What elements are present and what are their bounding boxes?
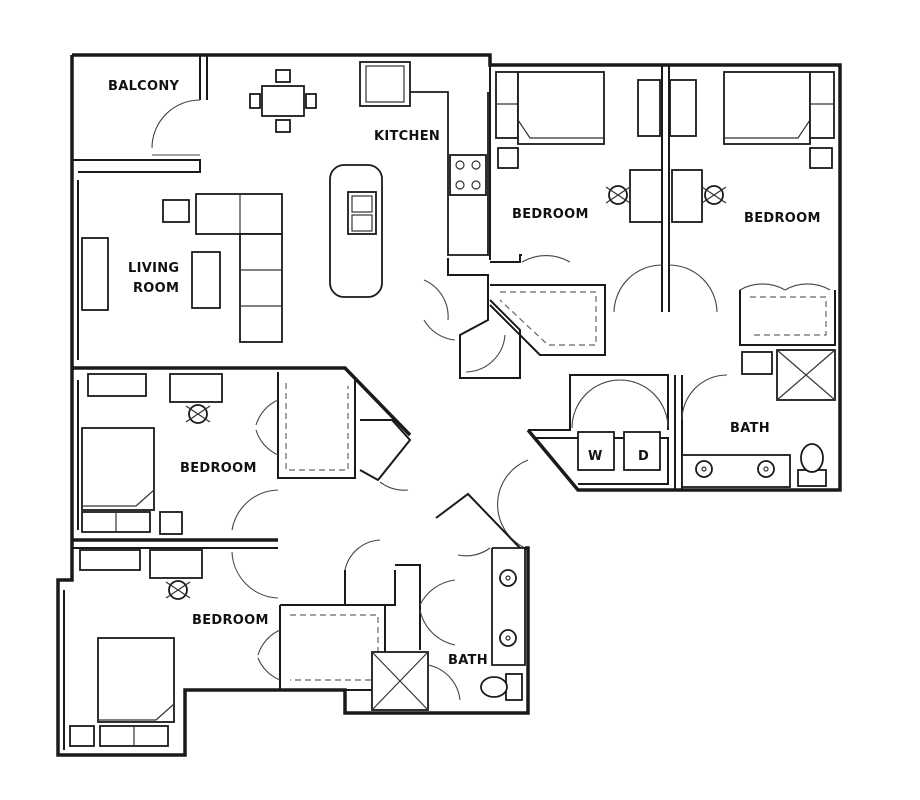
label-balcony: BALCONY <box>108 79 180 94</box>
label-bedroom-top-right: BEDROOM <box>744 211 821 226</box>
toilet-icon <box>480 673 523 701</box>
dresser <box>79 549 141 571</box>
coffee-table <box>191 251 221 309</box>
label-bedroom-mid-left: BEDROOM <box>180 461 257 476</box>
desk <box>169 373 223 403</box>
exterior-walls <box>56 53 842 757</box>
bedroom-mid-left <box>77 372 412 535</box>
dryer-icon <box>623 431 661 471</box>
dining-table-icon <box>249 69 317 133</box>
sink-icon <box>499 569 517 587</box>
laundry-area <box>497 374 669 549</box>
room-labels: BALCONY KITCHEN LIVING ROOM BEDROOM BEDR… <box>108 79 821 668</box>
left-bedroom-divider <box>72 538 279 599</box>
label-bedroom-bottom-left: BEDROOM <box>192 613 269 628</box>
label-washer: W <box>588 449 602 464</box>
balcony-area <box>72 55 208 173</box>
label-living-line2: ROOM <box>133 281 179 296</box>
label-bath-bottom: BATH <box>448 653 488 668</box>
stove-icon <box>449 154 487 196</box>
sink-icon <box>695 460 713 478</box>
bed-icon <box>723 71 811 145</box>
desk <box>671 169 703 223</box>
bedroom-top-right <box>669 71 836 346</box>
hall-closets <box>423 258 521 379</box>
bedroom-divider <box>613 65 718 313</box>
desk <box>149 549 203 579</box>
tv-console <box>81 237 109 311</box>
dresser <box>87 373 147 397</box>
kitchen-fixtures <box>329 61 489 298</box>
bath-bottom <box>344 492 526 711</box>
label-dryer: D <box>638 449 649 464</box>
desk-chair-icon <box>185 404 211 424</box>
bedroom-top-center <box>489 71 663 356</box>
desk-chair-icon <box>701 185 727 205</box>
balcony-door-arc <box>151 99 201 149</box>
label-bedroom-top-center: BEDROOM <box>512 207 589 222</box>
closet-door-arc <box>521 255 571 263</box>
desk <box>629 169 663 223</box>
washer-icon <box>577 431 615 471</box>
living-room-fixtures <box>72 180 412 437</box>
hall-door-arc <box>497 459 529 549</box>
desk-chair-icon <box>605 185 631 205</box>
sink-icon <box>499 629 517 647</box>
sink-icon <box>347 191 377 235</box>
bed-icon <box>97 637 175 723</box>
desk-chair-icon <box>165 580 191 600</box>
bedroom-bottom-left <box>63 549 386 750</box>
bed-icon <box>81 427 155 511</box>
toilet-icon <box>797 443 827 487</box>
bath-right <box>674 349 836 490</box>
refrigerator-icon <box>359 61 411 107</box>
sink-icon <box>757 460 775 478</box>
side-table <box>162 199 190 223</box>
label-bath-right: BATH <box>730 421 770 436</box>
label-living-line1: LIVING <box>128 261 179 276</box>
label-kitchen: KITCHEN <box>374 129 440 144</box>
sectional-sofa-icon <box>195 193 283 343</box>
bed-icon <box>517 71 605 145</box>
